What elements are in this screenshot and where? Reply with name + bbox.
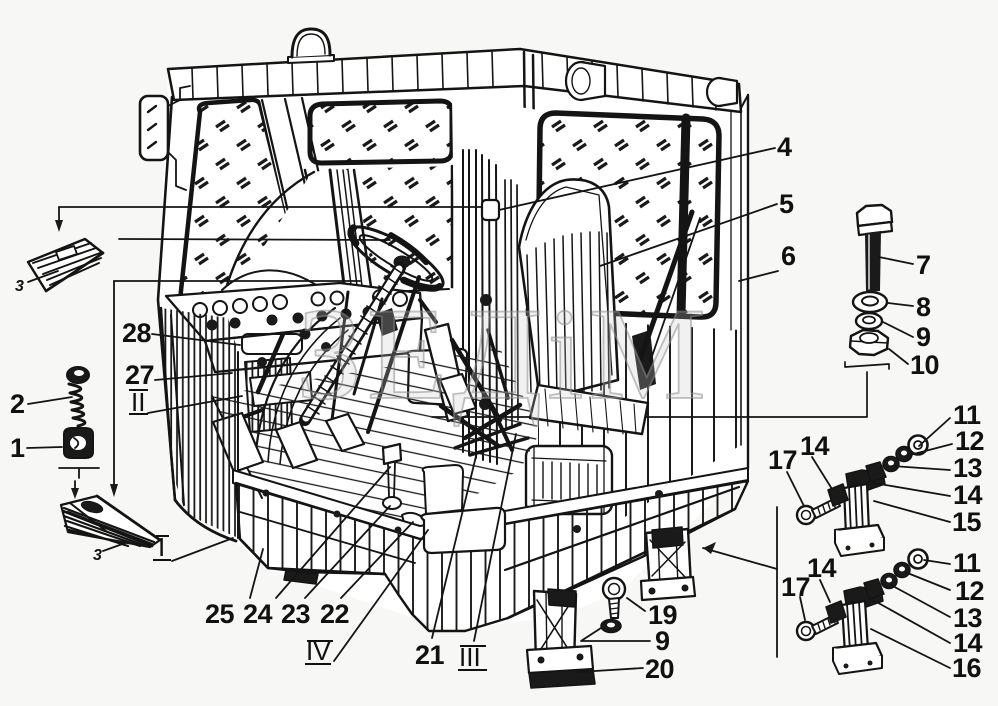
- svg-text:19: 19: [648, 600, 678, 630]
- svg-text:11: 11: [953, 400, 981, 430]
- svg-text:11: 11: [953, 548, 981, 578]
- svg-text:13: 13: [953, 603, 983, 633]
- svg-text:3: 3: [15, 278, 24, 295]
- svg-text:24: 24: [243, 599, 273, 629]
- svg-text:II: II: [131, 387, 145, 417]
- svg-text:17: 17: [781, 572, 810, 602]
- svg-text:14: 14: [807, 553, 837, 583]
- svg-text:4: 4: [777, 132, 792, 162]
- svg-text:12: 12: [955, 426, 984, 456]
- svg-text:23: 23: [281, 599, 311, 629]
- svg-text:22: 22: [320, 599, 349, 629]
- svg-text:1: 1: [10, 433, 25, 463]
- svg-text:2: 2: [10, 389, 25, 419]
- svg-text:13: 13: [953, 453, 983, 483]
- svg-text:14: 14: [800, 431, 830, 461]
- svg-text:III: III: [459, 642, 481, 672]
- svg-text:6: 6: [781, 241, 796, 271]
- svg-text:7: 7: [916, 250, 931, 280]
- svg-text:27: 27: [125, 360, 154, 390]
- svg-text:20: 20: [645, 654, 674, 684]
- svg-text:21: 21: [415, 640, 445, 670]
- svg-text:3: 3: [93, 547, 102, 564]
- svg-text:17: 17: [768, 445, 797, 475]
- svg-text:12: 12: [955, 576, 984, 606]
- svg-text:9: 9: [655, 626, 670, 656]
- svg-text:5: 5: [779, 189, 794, 219]
- svg-text:ЗЕДіМ: ЗЕДіМ: [296, 280, 706, 427]
- svg-text:I: I: [158, 532, 165, 562]
- svg-text:15: 15: [952, 507, 982, 537]
- svg-text:28: 28: [122, 318, 152, 348]
- svg-text:10: 10: [910, 350, 939, 380]
- svg-text:14: 14: [953, 480, 983, 510]
- svg-text:9: 9: [916, 322, 931, 352]
- svg-text:16: 16: [952, 653, 982, 683]
- svg-text:14: 14: [953, 628, 983, 658]
- svg-text:25: 25: [205, 599, 235, 629]
- svg-text:8: 8: [916, 292, 931, 322]
